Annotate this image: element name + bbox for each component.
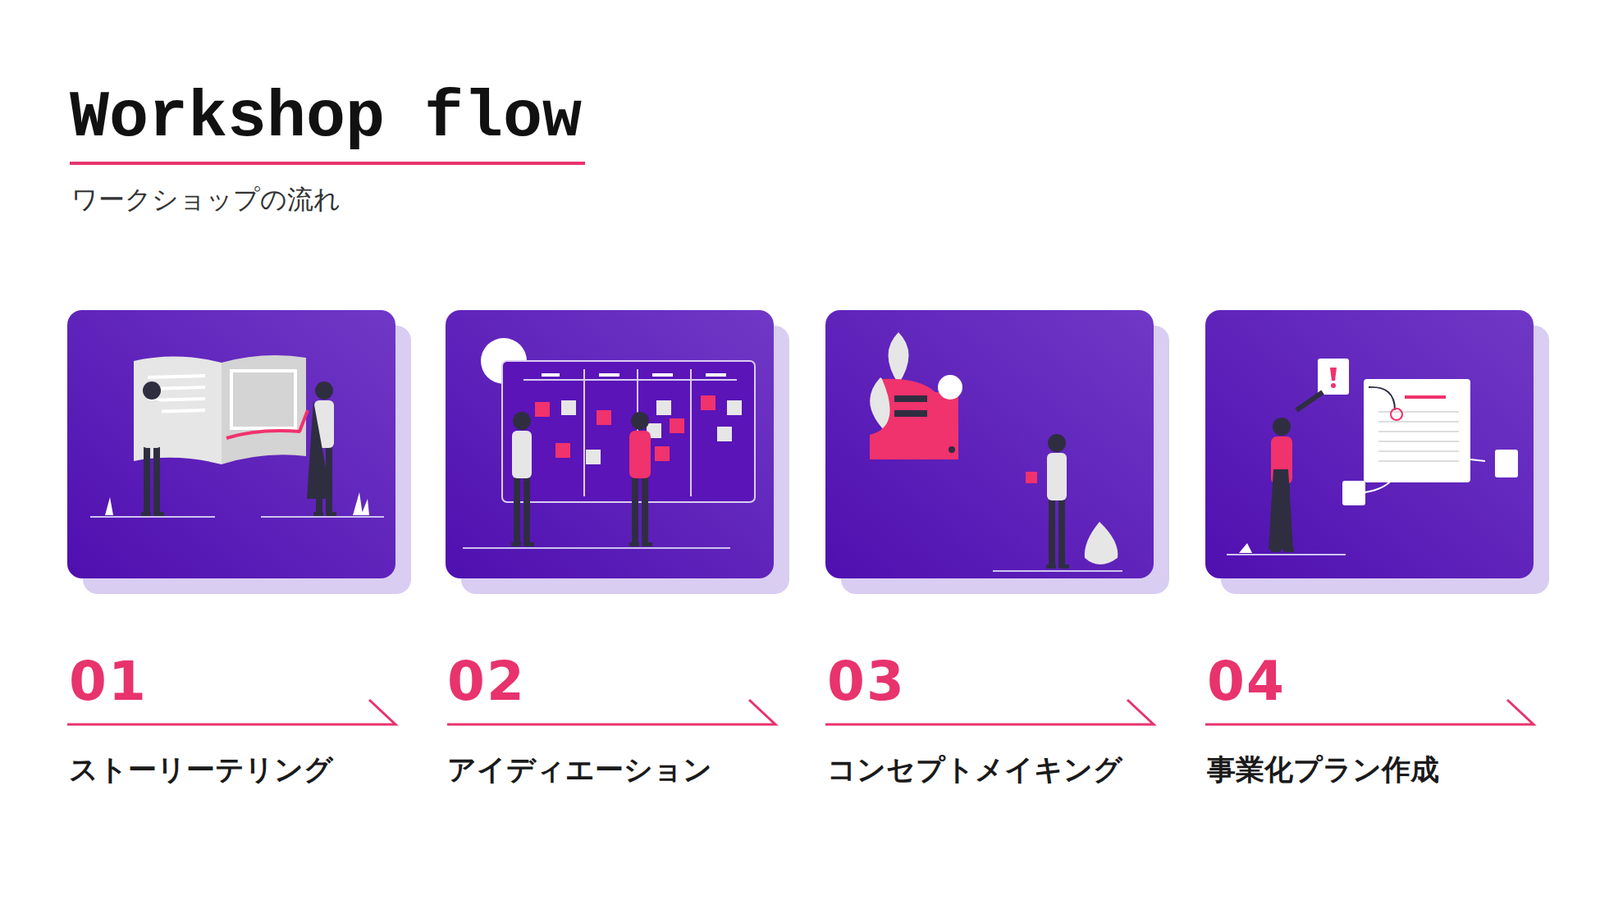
step-arrows xyxy=(67,699,1534,725)
subtitle: ワークショップの流れ xyxy=(71,183,341,215)
step-label: コンセプトメイキング xyxy=(827,753,1156,787)
cards xyxy=(67,310,1534,579)
step: 02 アイディエーション xyxy=(447,653,776,787)
step-number: 02 xyxy=(447,653,776,710)
concept-scene xyxy=(869,332,1123,572)
ideation-board xyxy=(462,338,755,549)
step-number: 01 xyxy=(68,653,398,710)
step: 04 事業化プラン作成 xyxy=(1206,653,1536,787)
step: 01 ストーリーテリング xyxy=(68,653,398,787)
step-label: 事業化プラン作成 xyxy=(1206,753,1536,787)
step: 03 コンセプトメイキング xyxy=(827,653,1156,787)
title-underline xyxy=(69,161,586,165)
step-label: アイディエーション xyxy=(447,753,776,787)
plan-scene xyxy=(1226,358,1518,555)
step-number: 03 xyxy=(827,653,1156,710)
step-number: 04 xyxy=(1206,653,1536,710)
title: Workshop flow xyxy=(69,85,582,151)
step-label: ストーリーテリング xyxy=(68,753,398,787)
book-scene xyxy=(90,355,384,517)
